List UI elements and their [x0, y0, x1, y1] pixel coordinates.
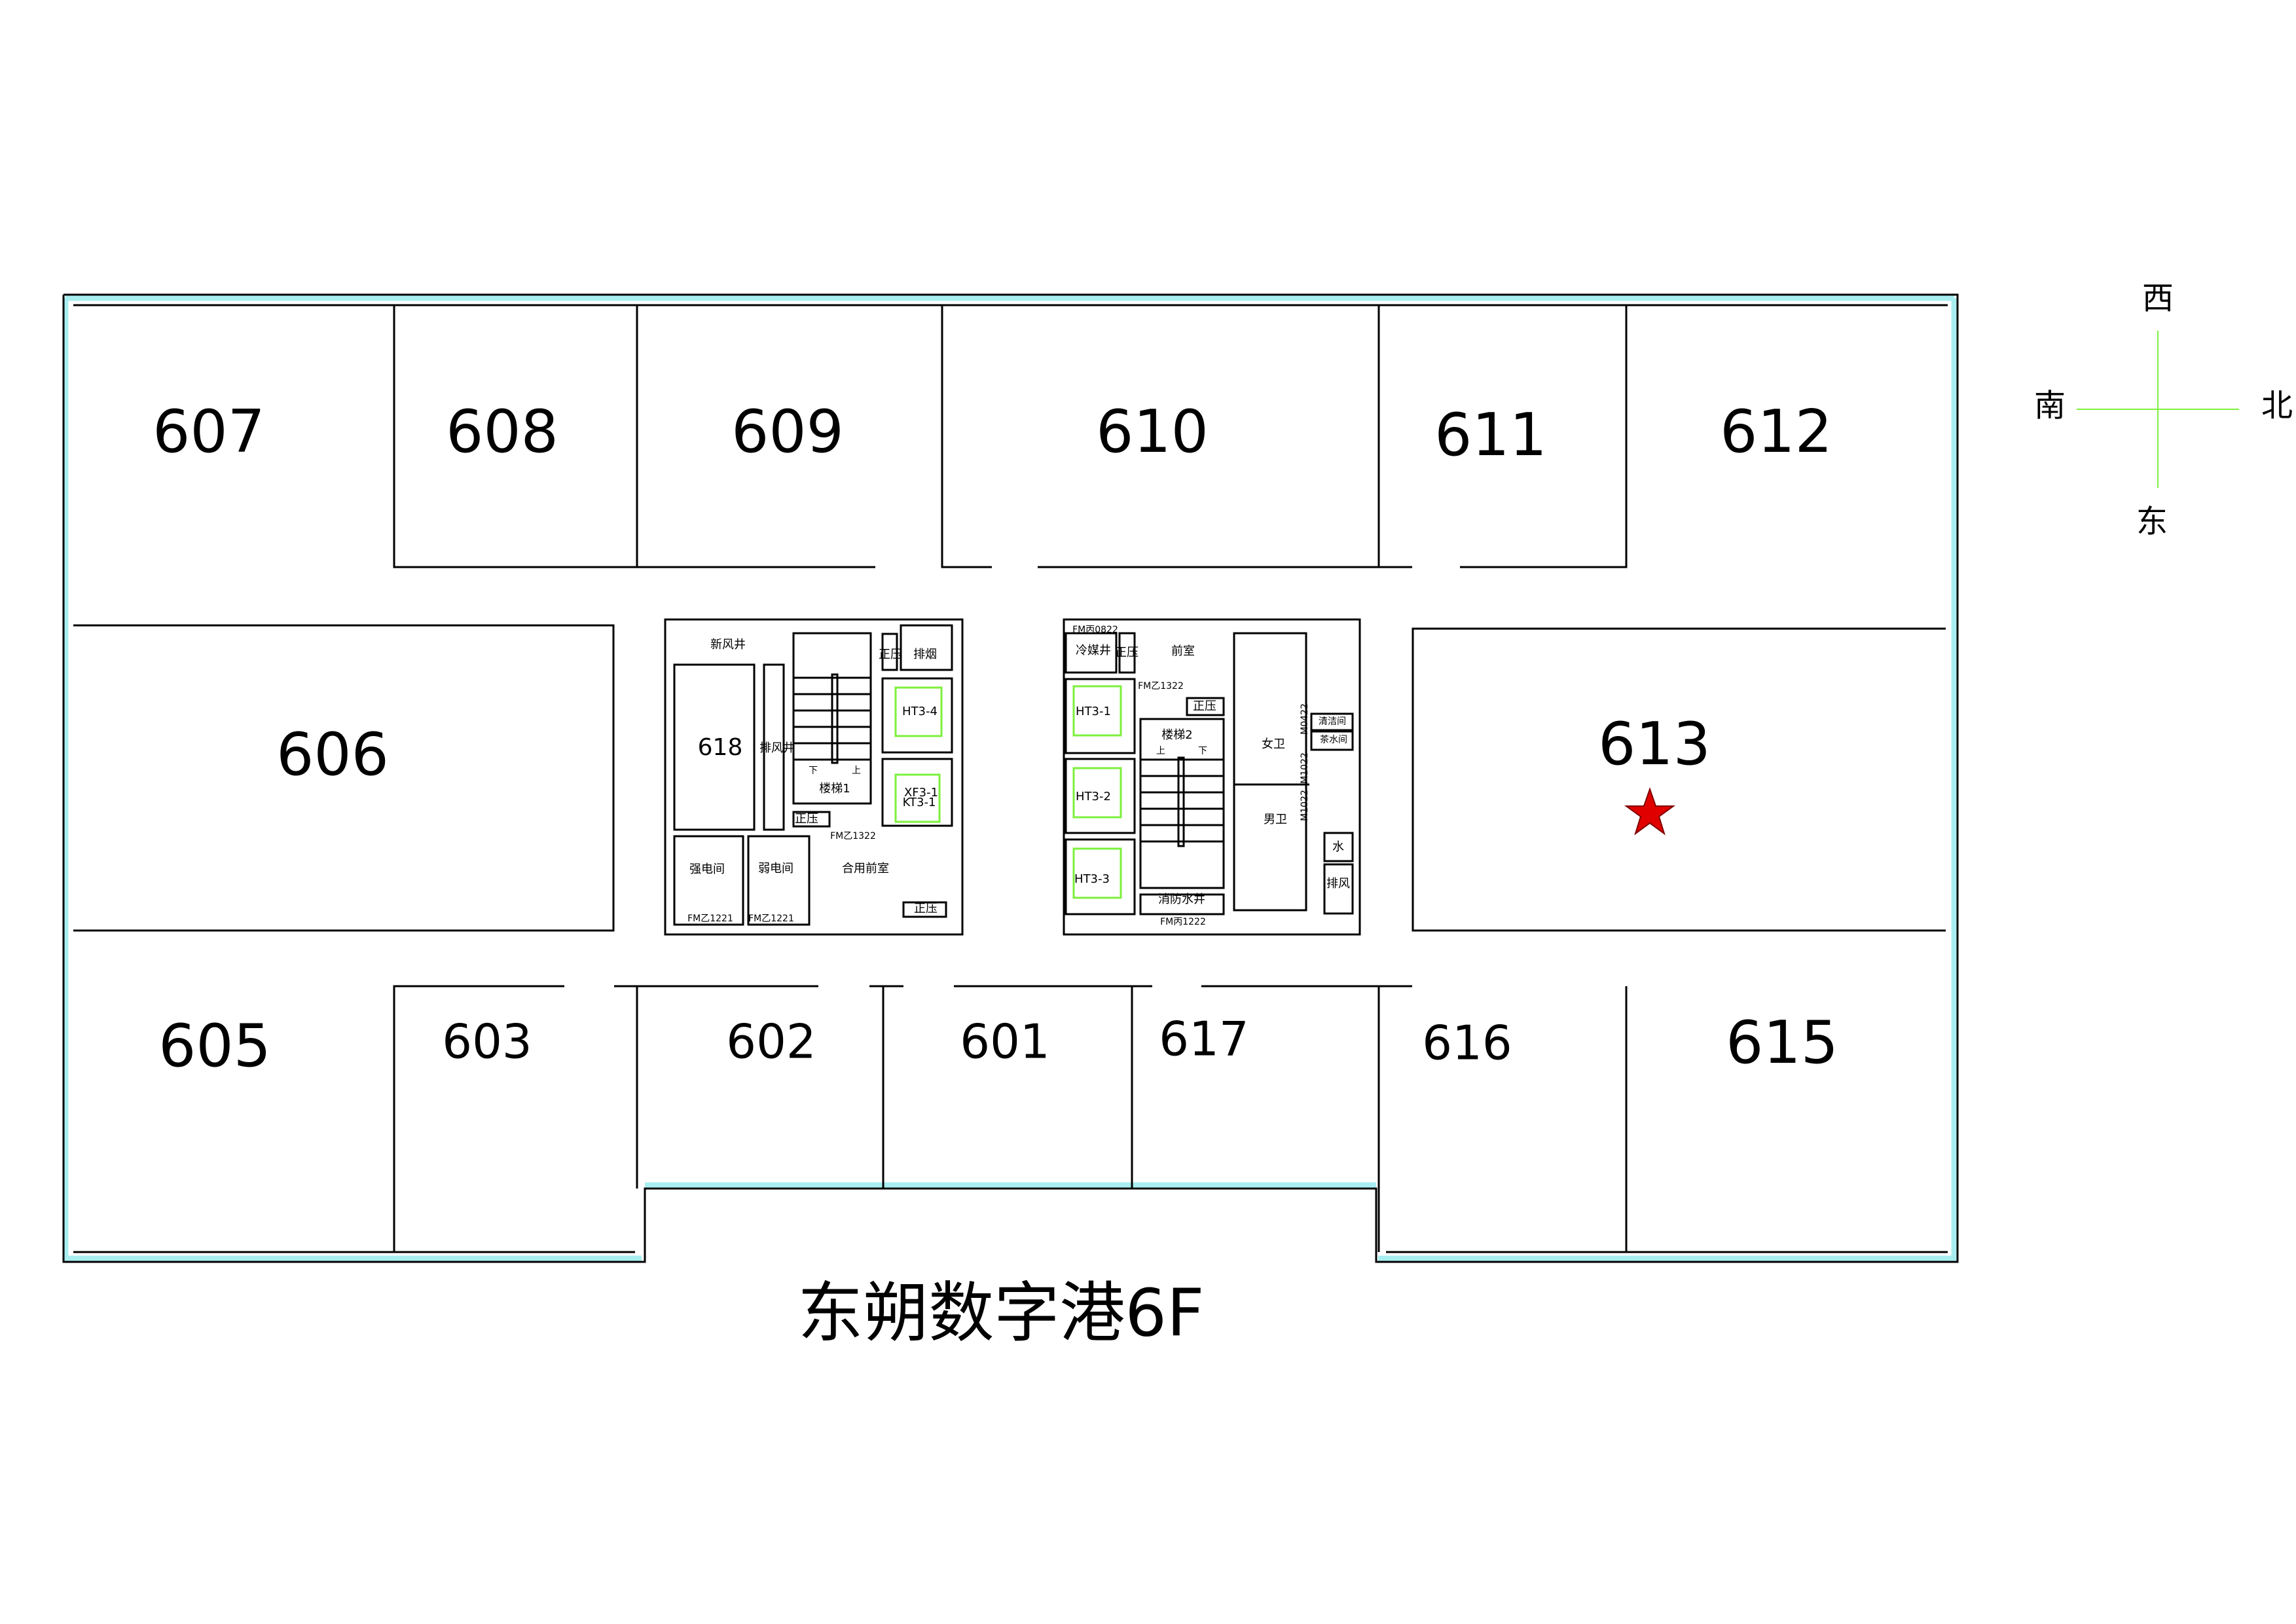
stair-treads: [793, 673, 871, 764]
label-strong-power-room: 强电间: [689, 862, 725, 876]
label-smoke-exhaust: 排烟: [913, 648, 937, 661]
middle-room-walls: [73, 618, 1946, 936]
label-down: 下: [1198, 746, 1207, 756]
label-exhaust-shaft: 排风井: [759, 741, 795, 755]
label-mens-wc: 男卫: [1264, 813, 1287, 826]
room-615[interactable]: 615: [1726, 1008, 1838, 1077]
label-weak-power-room: 弱电间: [758, 862, 793, 876]
room-617[interactable]: 617: [1159, 1012, 1248, 1067]
label-elevator-ht3-4: HT3-4: [902, 705, 938, 718]
room-607[interactable]: 607: [153, 397, 265, 466]
label-janitor-room: 清洁间: [1319, 716, 1346, 727]
label-door: FM乙1322: [1138, 681, 1184, 692]
label-stair-1: 楼梯1: [819, 782, 850, 796]
star-icon: [1624, 786, 1676, 836]
room-608[interactable]: 608: [446, 397, 558, 466]
label-door: M1022: [1300, 790, 1310, 821]
label-stair-2: 楼梯2: [1161, 728, 1192, 742]
compass: 西 东 南 北: [2034, 280, 2293, 540]
lower-room-walls: [393, 985, 1628, 1252]
label-elevator-ht3-3: HT3-3: [1074, 872, 1110, 886]
label-down: 下: [809, 766, 818, 776]
compass-north: 北: [2261, 388, 2293, 424]
left-core-labels: 新风井 排风井 正压 排烟 HT3-4 XF3-1 KT3-1 楼梯1 下 上 …: [687, 638, 938, 924]
room-616[interactable]: 616: [1422, 1016, 1512, 1071]
upper-room-walls: [393, 305, 1628, 568]
compass-south: 南: [2034, 388, 2066, 424]
label-door: FM丙0822: [1072, 625, 1118, 635]
label-up: 上: [1156, 746, 1165, 756]
right-core: [1065, 632, 1354, 915]
compass-east: 东: [2136, 504, 2168, 540]
room-601[interactable]: 601: [960, 1014, 1049, 1069]
label-pressurize: 正压: [795, 812, 818, 826]
floor-title: 东朔数字港6F: [797, 1274, 1204, 1351]
label-tea-room: 茶水间: [1320, 735, 1347, 745]
outer-walls: [62, 293, 1959, 1263]
label-exhaust: 排风: [1326, 877, 1350, 891]
room-618[interactable]: 618: [698, 734, 743, 761]
label-door: FM乙1322: [830, 831, 876, 841]
room-602[interactable]: 602: [726, 1014, 816, 1069]
room-606[interactable]: 606: [276, 720, 389, 789]
left-core: [673, 624, 953, 926]
room-610[interactable]: 610: [1096, 397, 1209, 466]
label-door: FM乙1221: [748, 913, 794, 924]
room-603[interactable]: 603: [442, 1014, 532, 1069]
label-lobby: 前室: [1171, 644, 1195, 658]
label-door: M1022: [1300, 752, 1310, 784]
label-fresh-air-shaft: 新风井: [710, 638, 746, 652]
curtain-walls: [62, 295, 1958, 1262]
label-elevator-ht3-1: HT3-1: [1076, 705, 1111, 718]
label-pressurize: 正压: [1193, 699, 1216, 713]
label-elevator-kt3-1: KT3-1: [903, 796, 936, 809]
label-up: 上: [852, 766, 861, 776]
room-611[interactable]: 611: [1434, 401, 1547, 470]
label-elevator-xf3-1: XF3-1: [904, 786, 938, 800]
label-pressurize: 正压: [1115, 646, 1139, 659]
room-609[interactable]: 609: [731, 397, 844, 466]
room-612[interactable]: 612: [1720, 397, 1832, 466]
label-womens-wc: 女卫: [1262, 737, 1285, 751]
label-pressurize: 正压: [914, 902, 938, 915]
label-fire-water-shaft: 消防水井: [1158, 893, 1205, 906]
label-refrigerant-shaft: 冷媒井: [1076, 644, 1111, 657]
label-pressurize: 正压: [879, 648, 902, 661]
room-613[interactable]: 613: [1598, 710, 1711, 779]
label-door: M0422: [1300, 703, 1310, 735]
label-door: FM乙1221: [687, 913, 733, 924]
room-605[interactable]: 605: [158, 1012, 271, 1080]
compass-west: 西: [2142, 280, 2174, 317]
label-water: 水: [1332, 840, 1344, 854]
label-shared-lobby: 合用前室: [842, 862, 889, 876]
label-elevator-ht3-2: HT3-2: [1076, 790, 1111, 803]
right-core-labels: FM丙0822 冷媒井 正压 前室 FM乙1322 正压 HT3-1 HT3-2…: [1072, 625, 1350, 927]
label-door: FM丙1222: [1160, 917, 1206, 927]
room-labels: 607 608 609 610 611 612 606 613 605 603 …: [153, 397, 1838, 1080]
